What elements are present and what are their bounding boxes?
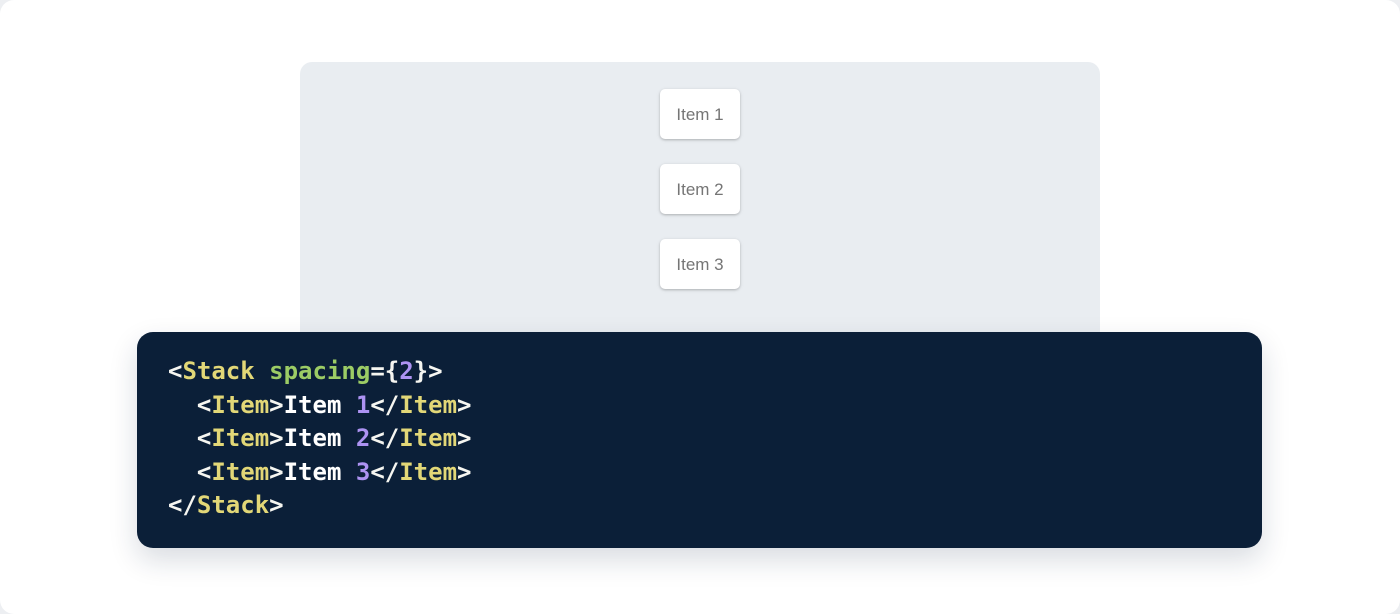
code-token-plain [255, 357, 269, 385]
code-token-punctuation: ={ [370, 357, 400, 385]
code-token-plain: Item [283, 390, 356, 419]
code-token-number: 2 [355, 424, 371, 453]
code-token-punctuation: < [196, 424, 212, 453]
code-token-tag: Item [399, 457, 458, 486]
code-token-number: 1 [355, 390, 371, 419]
code-token-punctuation: > [269, 457, 284, 486]
code-line: <Stack spacing={2}> [168, 355, 1232, 389]
code-token-number: 3 [355, 457, 371, 486]
code-token-punctuation: }> [413, 357, 443, 385]
code-token-tag: Item [211, 424, 270, 453]
code-token-punctuation: < [196, 390, 212, 419]
code-token-tag: Item [399, 424, 458, 453]
code-token-attr_name: spacing [269, 357, 371, 385]
stack-demo: Item 1 Item 2 Item 3 [300, 62, 1100, 289]
code-token-tag: Stack [182, 357, 255, 385]
code-line: <Item>Item 3</Item> [168, 456, 1232, 490]
code-token-punctuation: </ [370, 457, 400, 486]
code-token-punctuation: > [269, 390, 284, 419]
stack-item-label: Item 3 [676, 254, 724, 274]
stack-item-card: Item 3 [660, 239, 740, 289]
code-token-tag: Item [399, 390, 458, 419]
code-token-punctuation: > [457, 457, 472, 486]
code-token-punctuation: > [457, 390, 472, 419]
code-token-punctuation: </ [370, 424, 400, 453]
code-token-plain [168, 458, 197, 486]
code-token-tag: Item [211, 457, 270, 486]
code-token-plain: Item [283, 424, 356, 453]
code-line: </Stack> [168, 489, 1232, 523]
code-line: <Item>Item 2</Item> [168, 422, 1232, 456]
code-token-punctuation: </ [168, 491, 197, 520]
code-token-number: 2 [399, 357, 414, 385]
stack-item-card: Item 1 [660, 89, 740, 139]
code-token-plain [168, 391, 197, 419]
stack-item-card: Item 2 [660, 164, 740, 214]
code-token-plain: Item [283, 457, 356, 486]
code-token-punctuation: </ [370, 390, 400, 419]
code-line: <Item>Item 1</Item> [168, 389, 1232, 423]
code-token-punctuation: > [269, 491, 284, 520]
code-token-tag: Stack [196, 491, 270, 520]
stack-item-label: Item 1 [676, 104, 724, 124]
stack-item-label: Item 2 [676, 179, 724, 199]
code-token-plain [168, 424, 197, 452]
code-token-punctuation: > [269, 424, 284, 453]
code-block: <Stack spacing={2}> <Item>Item 1</Item> … [137, 332, 1262, 548]
code-token-punctuation: < [196, 457, 212, 486]
code-token-punctuation: > [457, 424, 472, 453]
code-token-tag: Item [211, 390, 270, 419]
code-token-punctuation: < [168, 357, 183, 385]
code-lines: <Stack spacing={2}> <Item>Item 1</Item> … [168, 355, 1232, 523]
